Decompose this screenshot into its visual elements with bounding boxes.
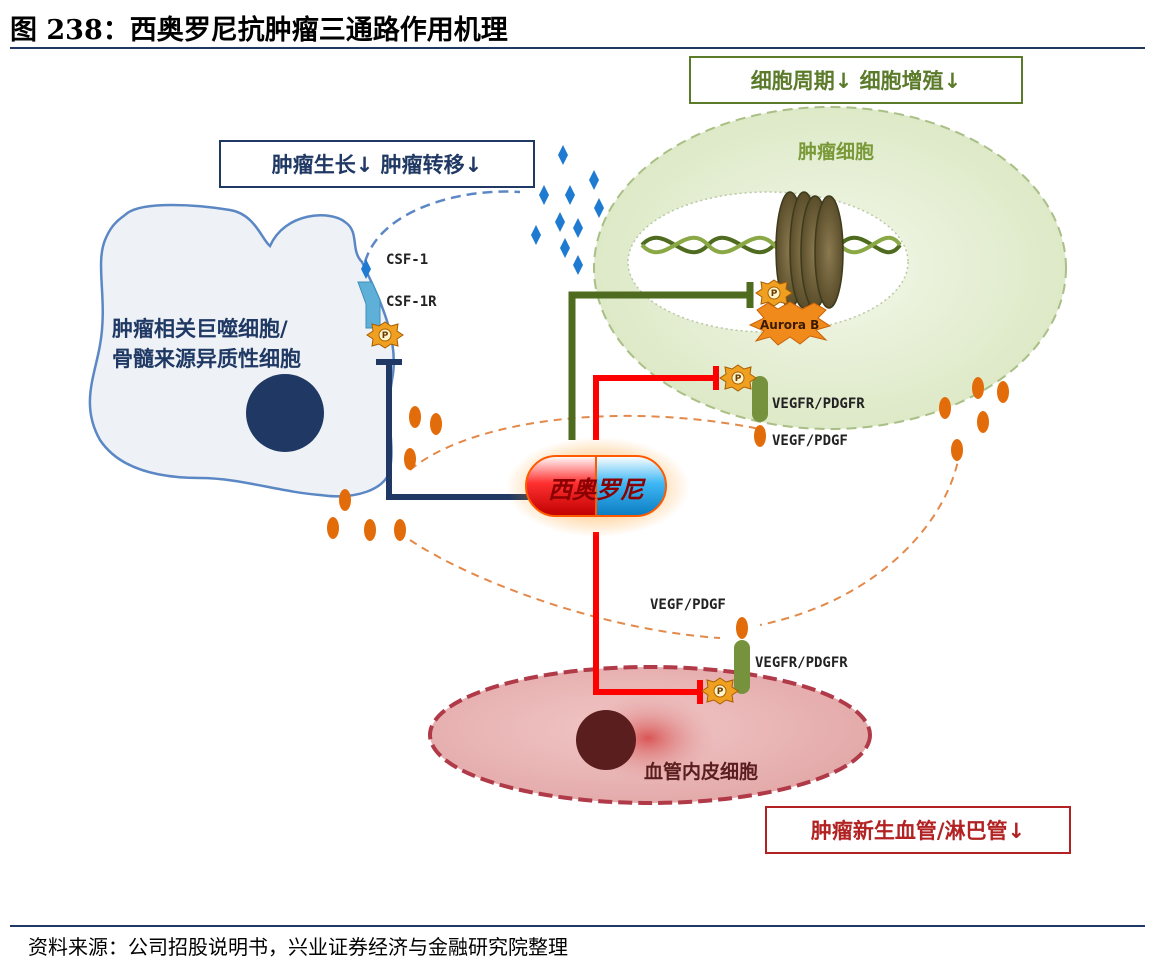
title-rule (10, 47, 1145, 49)
csf1-label: CSF-1 (386, 252, 429, 268)
phospho-label: P (771, 289, 778, 299)
phospho-badge (755, 279, 793, 307)
aurora-b-burst (748, 301, 832, 346)
endothelial-nucleus (576, 710, 636, 770)
vegfr-receptor-bottom (734, 640, 750, 694)
macrophage-label-line1: 肿瘤相关巨噬细胞/ (112, 317, 288, 341)
vegf-top-label: VEGF/PDGF (772, 433, 848, 449)
macrophage-label-line2: 骨髓来源异质性细胞 (112, 347, 301, 371)
secretion-path (759, 449, 961, 626)
phospho-badge (719, 364, 757, 392)
cell-cycle-box: 细胞周期↓ 细胞增殖↓ (689, 56, 1023, 104)
phospho-badge (701, 677, 739, 705)
drug-name: 西奥罗尼 (548, 475, 644, 504)
vegf-molecules (327, 377, 1009, 639)
vegfr-inhibition-line (593, 375, 716, 440)
tumor-growth-box: 肿瘤生长↓ 肿瘤转移↓ (219, 140, 535, 188)
dna-strand (640, 235, 902, 255)
aurora-inhibition-line (568, 291, 750, 440)
angiogenesis-box: 肿瘤新生血管/淋巴管↓ (765, 806, 1071, 854)
csf1-molecules (361, 145, 604, 279)
secretion-path (409, 414, 766, 471)
vegfr-bottom-label: VEGFR/PDGFR (755, 655, 848, 671)
vegfr-receptor-top (752, 376, 768, 422)
phospho-label: P (382, 331, 389, 341)
tumor-cell-label: 肿瘤细胞 (798, 141, 875, 163)
secretion-path (409, 539, 721, 639)
endothelial-inhibition-line (593, 532, 700, 695)
aurora-b-label: Aurora B (760, 318, 820, 332)
csf1r-label: CSF-1R (386, 294, 437, 310)
signal-arc (363, 190, 521, 263)
figure-title: 图 238：西奥罗尼抗肿瘤三通路作用机理 (10, 15, 508, 46)
phospho-label: P (735, 374, 742, 384)
vegf-bottom-label: VEGF/PDGF (650, 597, 726, 613)
phospho-label: P (717, 687, 724, 697)
footer-rule (10, 925, 1145, 927)
vegfr-top-label: VEGFR/PDGFR (772, 396, 865, 412)
csf1r-inhibition-line (386, 362, 528, 500)
drug-capsule (525, 455, 667, 517)
macrophage-nucleus (246, 374, 324, 452)
endothelial-label: 血管内皮细胞 (644, 761, 759, 783)
source-note: 资料来源：公司招股说明书，兴业证券经济与金融研究院整理 (28, 935, 568, 959)
phospho-badge (366, 321, 404, 349)
